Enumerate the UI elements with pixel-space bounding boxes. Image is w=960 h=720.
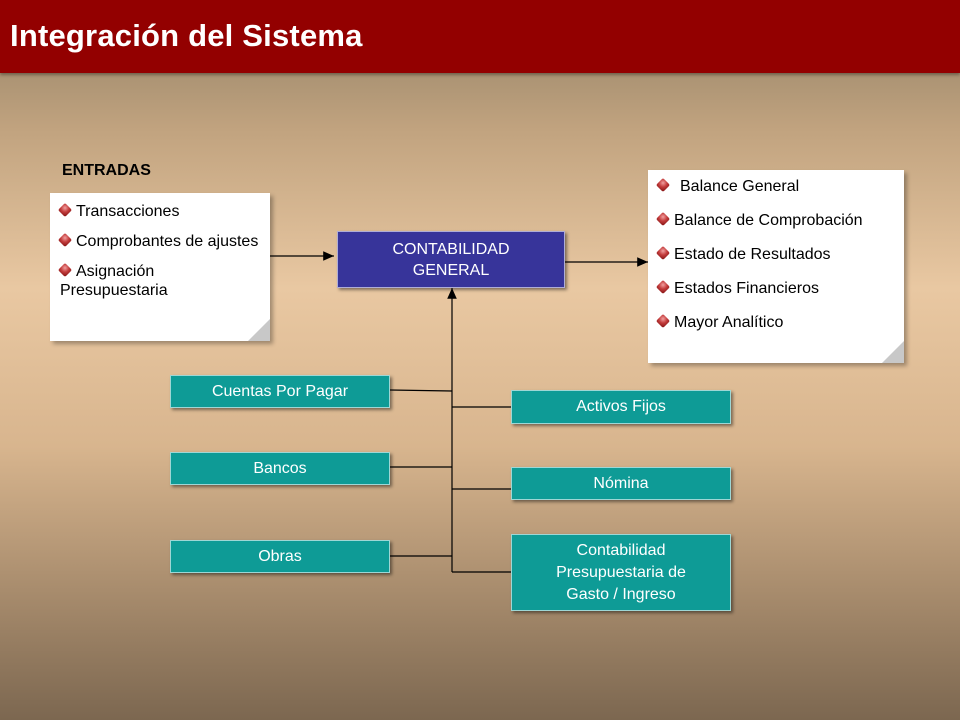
- list-item: Balance de Comprobación: [655, 211, 896, 230]
- page-title: Integración del Sistema: [10, 18, 363, 53]
- list-item: Asignación Presupuestaria: [57, 262, 262, 300]
- bullet-icon: [57, 262, 73, 278]
- bullet-icon: [655, 245, 671, 261]
- entradas-note: Transacciones Comprobantes de ajustes As…: [50, 193, 270, 341]
- bullet-icon: [655, 177, 671, 193]
- bullet-icon: [655, 279, 671, 295]
- entradas-label: ENTRADAS: [62, 162, 151, 179]
- salidas-note: Balance General Balance de Comprobación …: [648, 170, 904, 363]
- bullet-icon: [57, 202, 73, 218]
- module-bancos: Bancos: [170, 452, 390, 485]
- connector-cuentas: [389, 389, 453, 392]
- list-item: Balance General: [655, 177, 896, 196]
- page-fold-icon: [882, 341, 904, 363]
- module-obras: Obras: [170, 540, 390, 573]
- bullet-icon: [655, 211, 671, 227]
- list-item: Estado de Resultados: [655, 245, 896, 264]
- list-item: Comprobantes de ajustes: [57, 232, 262, 251]
- contabilidad-general-box: CONTABILIDAD GENERAL: [337, 231, 565, 288]
- bullet-icon: [655, 313, 671, 329]
- module-cuentas-por-pagar: Cuentas Por Pagar: [170, 375, 390, 408]
- list-item: Mayor Analítico: [655, 313, 896, 332]
- bullet-icon: [57, 232, 73, 248]
- module-contabilidad-presupuestaria: Contabilidad Presupuestaria de Gasto / I…: [511, 534, 731, 611]
- page-fold-icon: [248, 319, 270, 341]
- module-activos-fijos: Activos Fijos: [511, 390, 731, 424]
- list-item: Transacciones: [57, 202, 262, 221]
- module-nomina: Nómina: [511, 467, 731, 500]
- list-item: Estados Financieros: [655, 279, 896, 298]
- title-bar: Integración del Sistema: [0, 0, 960, 73]
